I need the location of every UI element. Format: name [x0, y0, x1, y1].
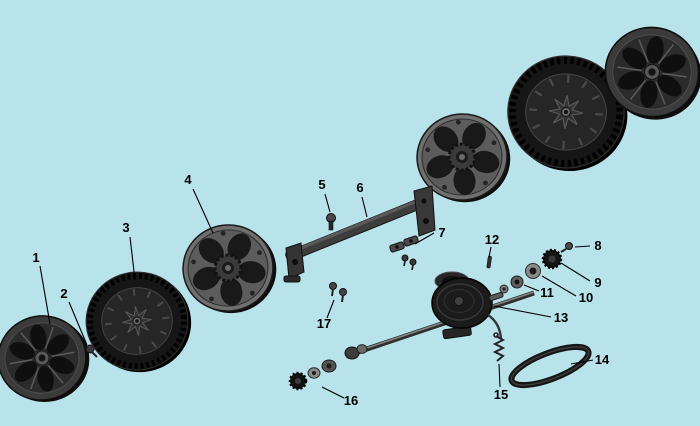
callout-label-4: 4	[184, 172, 192, 187]
wheel-cover-part-1	[0, 307, 97, 411]
callouts: 1 2 3 4 5 6 7 8	[32, 172, 610, 408]
callout-1: 1	[32, 250, 51, 325]
callout-16: 16	[321, 386, 358, 408]
callout-label-12: 12	[485, 232, 499, 247]
callout-13: 13	[493, 305, 568, 325]
bearing-part-10	[525, 263, 541, 279]
belt-part-14	[508, 343, 592, 389]
clips-part-7	[389, 235, 419, 253]
bolt-part-5	[326, 213, 336, 231]
callout-label-2: 2	[60, 286, 67, 301]
callout-label-16: 16	[344, 393, 358, 408]
gear-part-9	[541, 248, 563, 270]
callout-4: 4	[184, 172, 214, 234]
callout-2: 2	[60, 286, 88, 346]
callout-7: 7	[414, 225, 446, 245]
callout-6: 6	[356, 180, 368, 218]
callout-14: 14	[570, 352, 610, 367]
callout-label-9: 9	[594, 275, 601, 290]
callout-label-5: 5	[318, 177, 325, 192]
callout-label-11: 11	[540, 285, 554, 300]
pulley-wheel-part-4	[175, 217, 284, 321]
callout-label-14: 14	[595, 352, 610, 367]
callout-label-7: 7	[438, 225, 445, 240]
washer-part-11	[499, 275, 524, 294]
callout-17: 17	[317, 299, 335, 331]
axle-bracket-part-6	[283, 185, 436, 283]
bearing-set-part-16	[288, 359, 337, 391]
callout-label-10: 10	[579, 290, 593, 305]
callout-label-1: 1	[32, 250, 39, 265]
callout-15: 15	[494, 363, 508, 402]
screw-part-2	[85, 344, 98, 358]
axle-shaft	[344, 290, 535, 360]
callout-label-15: 15	[494, 387, 508, 402]
tire-part-3	[81, 267, 196, 378]
spring-part-15	[492, 332, 506, 362]
callout-9: 9	[560, 262, 602, 290]
callout-label-6: 6	[356, 180, 363, 195]
callout-label-17: 17	[317, 316, 331, 331]
callout-label-3: 3	[122, 220, 129, 235]
callout-label-8: 8	[594, 238, 601, 253]
callout-11: 11	[523, 284, 554, 300]
pin-part-12	[486, 255, 492, 269]
callout-label-13: 13	[554, 310, 568, 325]
screw-part-8	[560, 242, 573, 253]
bolts-part-17	[329, 282, 347, 303]
callout-5: 5	[318, 177, 331, 213]
gearbox-part-13	[431, 271, 504, 340]
callout-3: 3	[122, 220, 136, 281]
callout-8: 8	[574, 238, 602, 253]
callout-12: 12	[485, 232, 499, 258]
callout-10: 10	[541, 275, 593, 305]
